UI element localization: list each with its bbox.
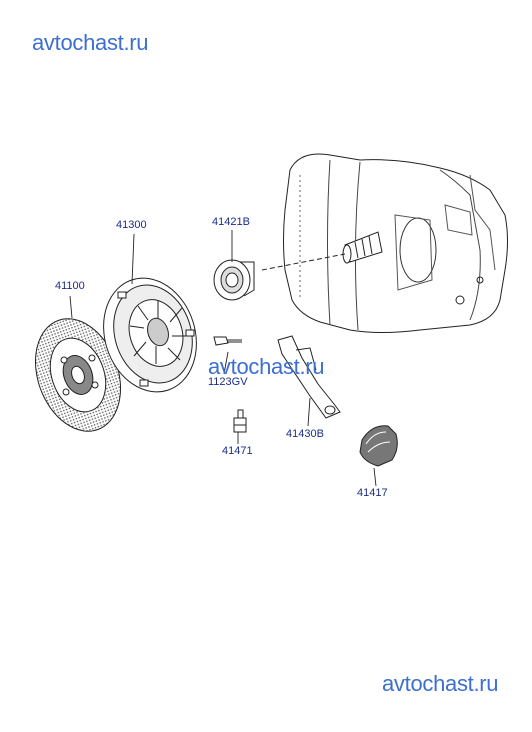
watermark-center: avtochast.ru bbox=[208, 354, 325, 379]
label-boot: 41417 bbox=[357, 487, 388, 499]
label-nipple: 41471 bbox=[222, 445, 253, 457]
watermark-bottom-right: avtochast.ru bbox=[382, 671, 499, 696]
boot bbox=[359, 425, 398, 467]
release-fork bbox=[277, 335, 341, 419]
leader-lines bbox=[69, 230, 377, 487]
transmission-housing bbox=[283, 153, 508, 333]
label-clutch-cover: 41300 bbox=[116, 219, 147, 231]
label-clutch-disc: 41100 bbox=[55, 280, 85, 292]
nipple bbox=[233, 409, 247, 433]
input-shaft bbox=[261, 231, 383, 271]
bolt bbox=[213, 336, 242, 346]
release-bearing bbox=[213, 259, 255, 301]
label-release-bearing: 41421B bbox=[212, 216, 250, 228]
label-bolt: 1123GV bbox=[208, 376, 248, 388]
clutch-disc bbox=[34, 318, 122, 432]
label-release-fork: 41430B bbox=[286, 428, 324, 440]
watermark-top-left: avtochast.ru bbox=[32, 30, 149, 55]
